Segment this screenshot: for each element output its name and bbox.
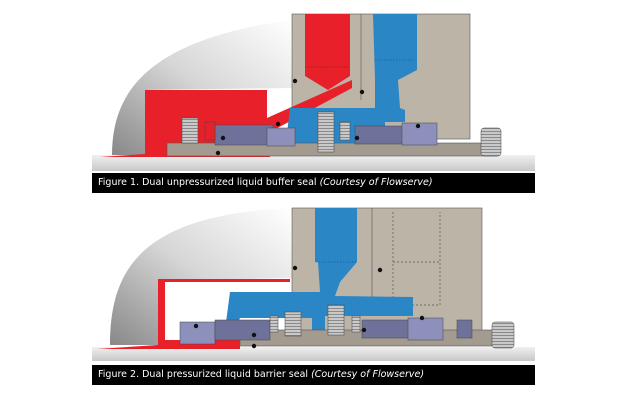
spring-2 — [351, 315, 361, 333]
set-screw-1 — [181, 117, 199, 144]
inner-seal-face — [214, 319, 271, 341]
spring-1 — [204, 121, 216, 141]
o-ring — [361, 327, 367, 333]
spring-2 — [339, 121, 351, 141]
outer-seal-face — [354, 125, 404, 145]
figure-2-caption-text: Figure 2. Dual pressurized liquid barrie… — [98, 369, 309, 380]
spring-1 — [269, 315, 279, 333]
figure-2-caption: Figure 2. Dual pressurized liquid barrie… — [92, 365, 535, 385]
o-ring — [292, 265, 298, 271]
outer-seal-face — [361, 319, 413, 339]
o-ring — [377, 267, 383, 273]
collar-screw — [491, 321, 515, 349]
pump-casing-wedge — [112, 20, 292, 155]
pump-casing-wedge — [110, 208, 292, 345]
o-ring — [251, 343, 257, 349]
o-ring — [419, 315, 425, 321]
process-fluid-region — [100, 80, 352, 157]
figure-1-credit: (Courtesy of Flowserve) — [319, 177, 433, 188]
figure-2-diagram — [92, 207, 535, 361]
figure-2-credit: (Courtesy of Flowserve) — [311, 369, 425, 380]
centering-clip — [456, 319, 473, 339]
set-screw-2 — [327, 304, 345, 336]
shaft — [92, 347, 535, 361]
figure-1-diagram — [92, 13, 535, 171]
o-ring — [275, 121, 281, 127]
o-ring — [415, 123, 421, 129]
figure-1-caption-text: Figure 1. Dual unpressurized liquid buff… — [98, 177, 317, 188]
o-ring — [215, 150, 221, 156]
barrier-fluid-port — [225, 208, 413, 330]
inner-seal-face — [214, 124, 274, 146]
outer-stationary-face — [407, 317, 444, 341]
o-ring — [251, 332, 257, 338]
shaft — [92, 155, 535, 171]
o-ring — [292, 78, 298, 84]
o-ring — [220, 135, 226, 141]
set-screw-2 — [317, 111, 335, 153]
internal-passage-dashed — [392, 212, 441, 306]
o-ring — [193, 323, 199, 329]
outer-stationary-face — [401, 122, 438, 146]
o-ring — [354, 135, 360, 141]
process-fluid-port — [305, 14, 350, 90]
set-screw-1 — [284, 311, 302, 337]
inner-stationary-face — [266, 127, 296, 147]
figure-1-caption: Figure 1. Dual unpressurized liquid buff… — [92, 173, 535, 193]
collar-screw — [480, 127, 502, 157]
o-ring — [359, 89, 365, 95]
